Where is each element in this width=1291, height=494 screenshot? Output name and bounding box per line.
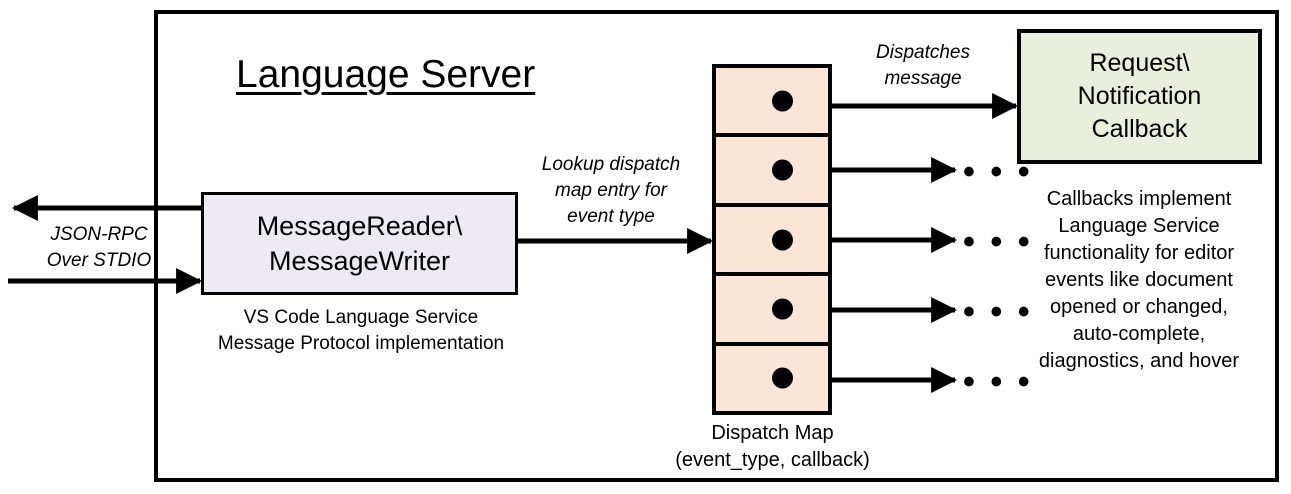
lookup-dispatch-label: Lookup dispatch map entry for event type [516,152,706,230]
dispatches-message-line-2: message [884,68,962,89]
lookup-label-line-1: Lookup dispatch [541,154,681,175]
callback-dot-icon [772,298,793,320]
callback-caption-line-1: Callbacks implement [1046,188,1232,210]
callback-caption-line-7: diagnostics, and hover [1038,350,1240,372]
page-title: Language Server [236,53,536,96]
request-notification-callback-box[interactable]: Request\ Notification Callback [1017,29,1262,164]
dispatches-message-line-1: Dispatches [876,42,970,63]
dispatch-map-caption-line-1: Dispatch Map [711,422,834,444]
message-io-caption-line-1: VS Code Language Service [243,307,479,328]
dispatch-map-caption-line-2: (event_type, callback) [675,449,870,471]
dispatch-map-row-3[interactable] [716,207,828,277]
dispatch-map-row-2[interactable] [716,137,828,207]
message-io-caption: VS Code Language Service Message Protoco… [196,305,526,357]
language-server-container [154,10,1279,482]
callback-caption: Callbacks implement Language Service fun… [1006,186,1272,375]
callback-caption-line-2: Language Service [1058,215,1220,237]
message-writer-label: MessageWriter [268,245,451,276]
message-io-caption-line-2: Message Protocol implementation [217,333,505,354]
callback-box-line-1: Request\ [1089,49,1190,77]
dispatch-map-caption: Dispatch Map (event_type, callback) [645,420,900,474]
lookup-label-line-3: event type [567,206,655,227]
dispatch-map-row-5[interactable] [716,346,828,411]
callback-dot-icon [772,229,793,251]
message-reader-writer-box[interactable]: MessageReader\ MessageWriter [201,192,518,295]
jsonrpc-label-line-1: JSON-RPC [50,224,148,245]
ellipsis-row-2: • • • [963,153,1033,191]
callback-dot-icon [772,90,793,112]
dispatch-map-row-4[interactable] [716,276,828,346]
lookup-label-line-2: map entry for [555,180,667,201]
dispatch-map-row-1[interactable] [716,68,828,138]
callback-caption-line-4: events like document [1045,269,1233,291]
callback-dot-icon [772,159,793,181]
ellipsis-row-5: • • • [963,363,1033,401]
callback-caption-line-3: functionality for editor [1043,242,1235,264]
dispatches-message-label: Dispatches message [833,40,1013,92]
callback-box-line-2: Notification [1077,82,1202,110]
jsonrpc-label-line-2: Over STDIO [46,250,152,271]
message-reader-label: MessageReader\ [256,210,463,241]
callback-dot-icon [772,367,793,389]
dispatch-map-table[interactable] [712,64,832,415]
callback-caption-line-5: opened or changed, [1050,296,1228,318]
callback-caption-line-6: auto-complete, [1072,323,1206,345]
callback-box-line-3: Callback [1091,115,1188,143]
jsonrpc-transport-label: JSON-RPC Over STDIO [24,222,174,274]
